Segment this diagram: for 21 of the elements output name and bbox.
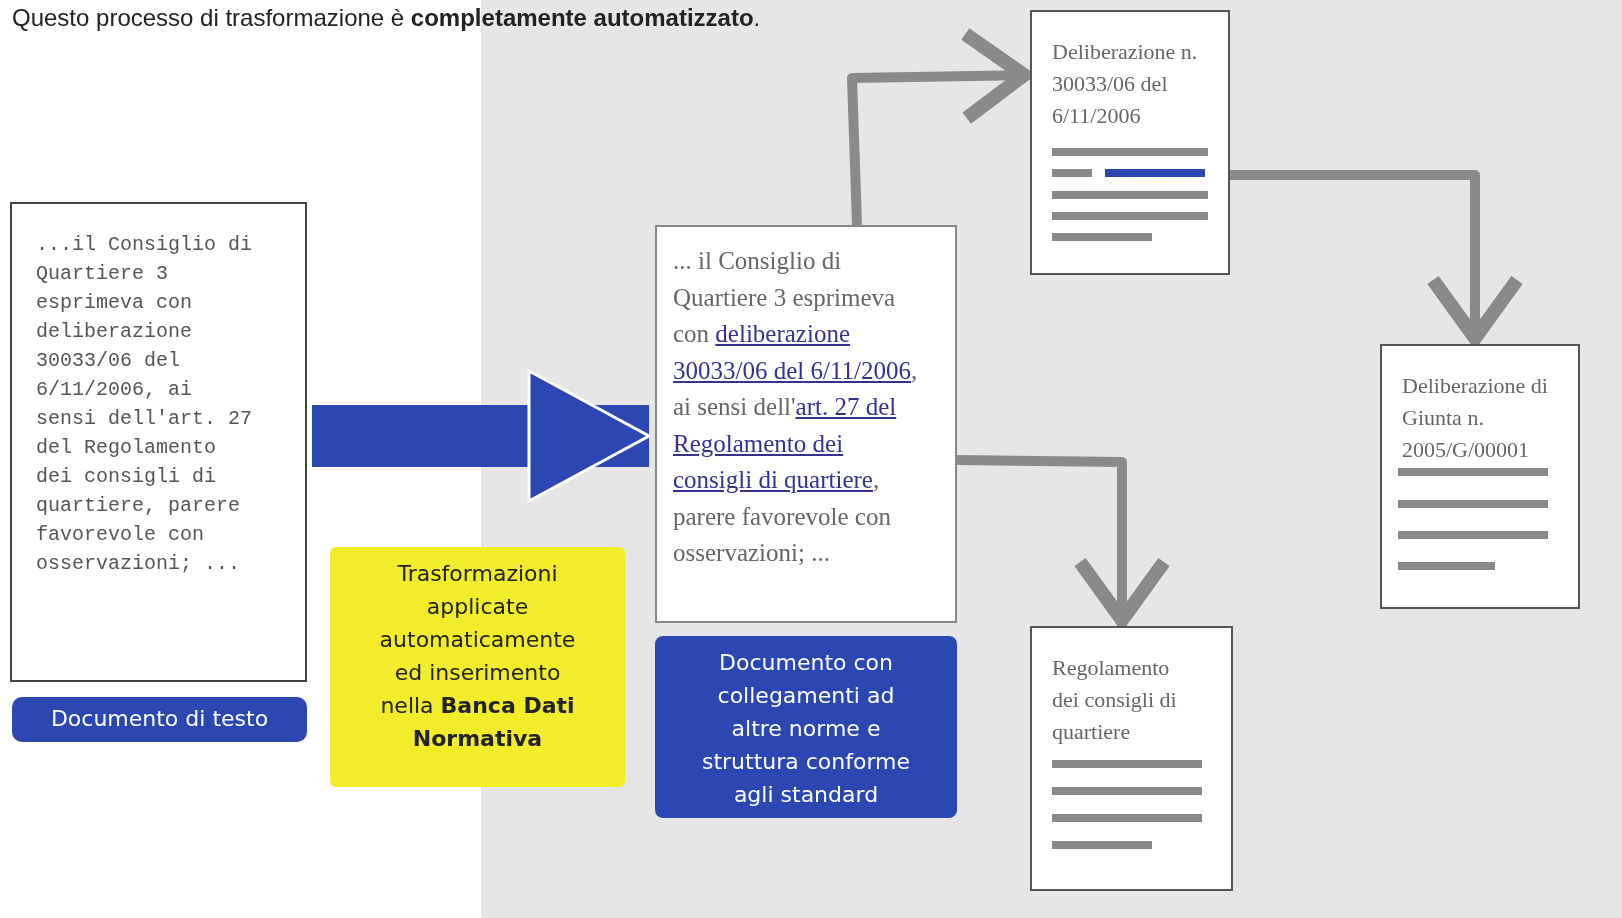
arrow (847, 27, 1031, 226)
block-arrow (312, 369, 651, 503)
arrow (1230, 170, 1524, 345)
document-text: ...il Consiglio di Quartiere 3 esprimeva con deliberazione 30033/06 del 6/11/2006, ai sensi dell'art. 27 del Regolamento dei consigli di quartiere, parere favorevole con osservazioni; ... (36, 232, 254, 577)
text-document (10, 202, 307, 682)
box-text: Documento di testo (49, 705, 270, 733)
heading: Questo processo di trasformazione è completamente automatizzato. (12, 4, 761, 32)
document-title: Deliberazione di Giunta n. 2005/G/00001 (1402, 372, 1548, 464)
box-text: Trasformazioni applicate automaticamente ed inserimento nella Banca Dati Normativa (378, 560, 577, 753)
process-note (330, 547, 625, 787)
linked-document (655, 225, 957, 623)
document-page (1030, 10, 1230, 275)
document-page (1380, 344, 1580, 609)
document-page (1030, 626, 1233, 891)
document-title: Deliberazione n. 30033/06 del 6/11/2006 (1052, 38, 1198, 130)
document-paragraph: ... il Consiglio di Quartiere 3 esprimeva con deliberazione 30033/06 del 6/11/2006, ai sensi dell'art. 27 del Regolamento dei consigli di quartiere, parere favorevole con osservazioni; ... (673, 246, 919, 568)
arrow (956, 455, 1171, 627)
document-title: Regolamento dei consigli di quartiere (1052, 654, 1178, 746)
caption-label (12, 697, 307, 742)
caption-box (655, 636, 957, 818)
box-text: Documento con collegamenti ad altre norme e struttura conforme agli standard (700, 649, 912, 809)
